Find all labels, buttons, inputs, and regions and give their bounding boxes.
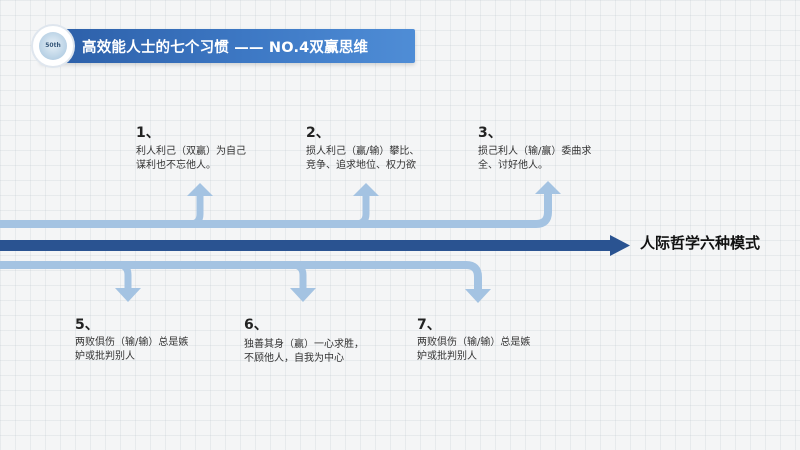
item-6-text: 独善其身（赢）一心求胜， 不顾他人，自我为中心 xyxy=(244,339,364,364)
logo-emblem: 50th xyxy=(39,32,67,60)
school-logo-icon: 50th xyxy=(31,24,75,68)
item-7-number: 7、 xyxy=(417,317,441,333)
item-5-number: 5、 xyxy=(75,317,99,333)
down-arrowhead-7 xyxy=(465,289,491,303)
main-arrow-label: 人际哲学六种模式 xyxy=(640,234,761,252)
down-arrowhead-5 xyxy=(115,288,141,302)
top-branch-stub-1 xyxy=(189,192,204,228)
item-7-text: 两败俱伤（输/输）总是嫉 妒或批判别人 xyxy=(417,337,531,362)
bottom-branch-stub-6 xyxy=(291,261,307,290)
up-arrowhead-1 xyxy=(187,183,213,196)
item-3-number: 3、 xyxy=(478,125,502,141)
item-2-text: 损人利己（赢/输）攀比、 竞争、追求地位、权力欲 xyxy=(306,146,420,171)
logo-text: 50th xyxy=(45,42,61,49)
item-1-number: 1、 xyxy=(136,125,160,141)
page-title: 高效能人士的七个习惯 —— NO.4双赢思维 xyxy=(82,40,369,56)
main-arrow-shaft xyxy=(0,240,612,251)
up-arrowhead-3 xyxy=(535,181,561,194)
bottom-branch-stub-5 xyxy=(117,261,132,290)
item-5-text: 两败俱伤（输/输）总是嫉 妒或批判别人 xyxy=(75,337,189,362)
item-6-number: 6、 xyxy=(244,317,268,333)
up-arrowhead-2 xyxy=(353,183,379,196)
down-arrowhead-6 xyxy=(290,288,316,302)
item-2-number: 2、 xyxy=(306,125,330,141)
bottom-branch-pipe xyxy=(0,261,482,292)
top-branch-stub-2 xyxy=(354,192,370,228)
main-arrow-head xyxy=(610,235,630,256)
top-branch-pipe xyxy=(0,190,552,228)
item-3-text: 损己利人（输/赢）委曲求 全、讨好他人。 xyxy=(478,146,592,171)
title-bar xyxy=(40,29,415,63)
item-1-text: 利人利己（双赢）为自己 谋利也不忘他人。 xyxy=(136,146,246,171)
